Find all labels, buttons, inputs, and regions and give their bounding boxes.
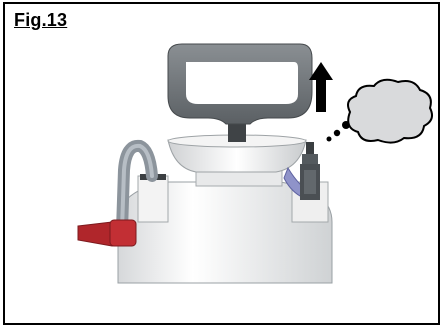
pump-handle-icon [168,44,312,142]
up-arrow-icon [309,62,333,112]
spray-nozzle-icon [78,220,136,246]
thought-bubble-icon [327,80,433,143]
